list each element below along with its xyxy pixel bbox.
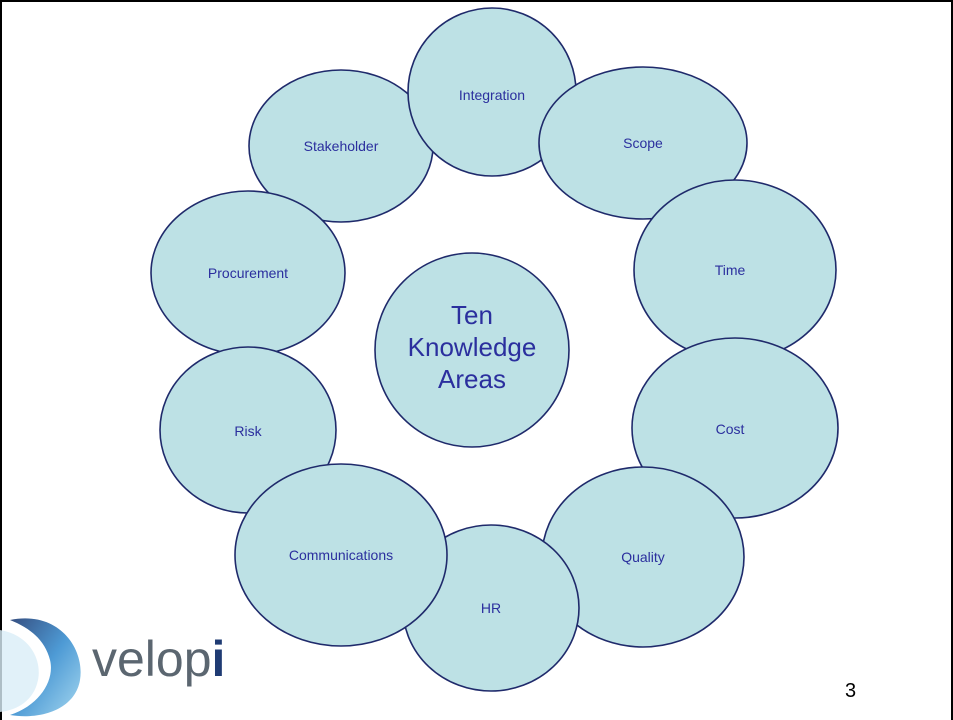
page-number: 3 [845, 680, 857, 702]
center-label-line-1: Ten [451, 300, 493, 330]
frame-border-left [0, 0, 2, 720]
node-communications-label: Communications [289, 547, 393, 563]
center-circle: Ten Knowledge Areas [374, 252, 570, 448]
center-label-line-3: Areas [438, 364, 506, 394]
logo-text-main: velop [92, 631, 212, 687]
node-quality-label: Quality [621, 549, 665, 565]
node-scope-label: Scope [623, 135, 663, 151]
velopi-logo-text: velopi [92, 630, 225, 688]
node-time: Time [633, 179, 837, 361]
frame-border-right [951, 0, 953, 720]
velopi-logo-icon [0, 618, 81, 717]
node-procurement-label: Procurement [208, 265, 288, 281]
node-stakeholder: Stakeholder [248, 69, 434, 223]
node-quality: Quality [541, 466, 745, 648]
node-stakeholder-label: Stakeholder [304, 138, 379, 154]
node-time-label: Time [715, 262, 746, 278]
node-risk: Risk [159, 346, 337, 514]
node-hr-label: HR [481, 600, 501, 616]
node-risk-label: Risk [234, 423, 262, 439]
center-label-line-2: Knowledge [408, 332, 537, 362]
node-cost: Cost [631, 337, 839, 519]
node-integration-label: Integration [459, 87, 525, 103]
frame-border-top [0, 0, 953, 2]
node-cost-label: Cost [716, 421, 745, 437]
node-procurement: Procurement [150, 190, 346, 356]
node-scope: Scope [538, 66, 748, 220]
logo-text-accent: i [211, 631, 226, 687]
node-communications: Communications [234, 463, 448, 647]
